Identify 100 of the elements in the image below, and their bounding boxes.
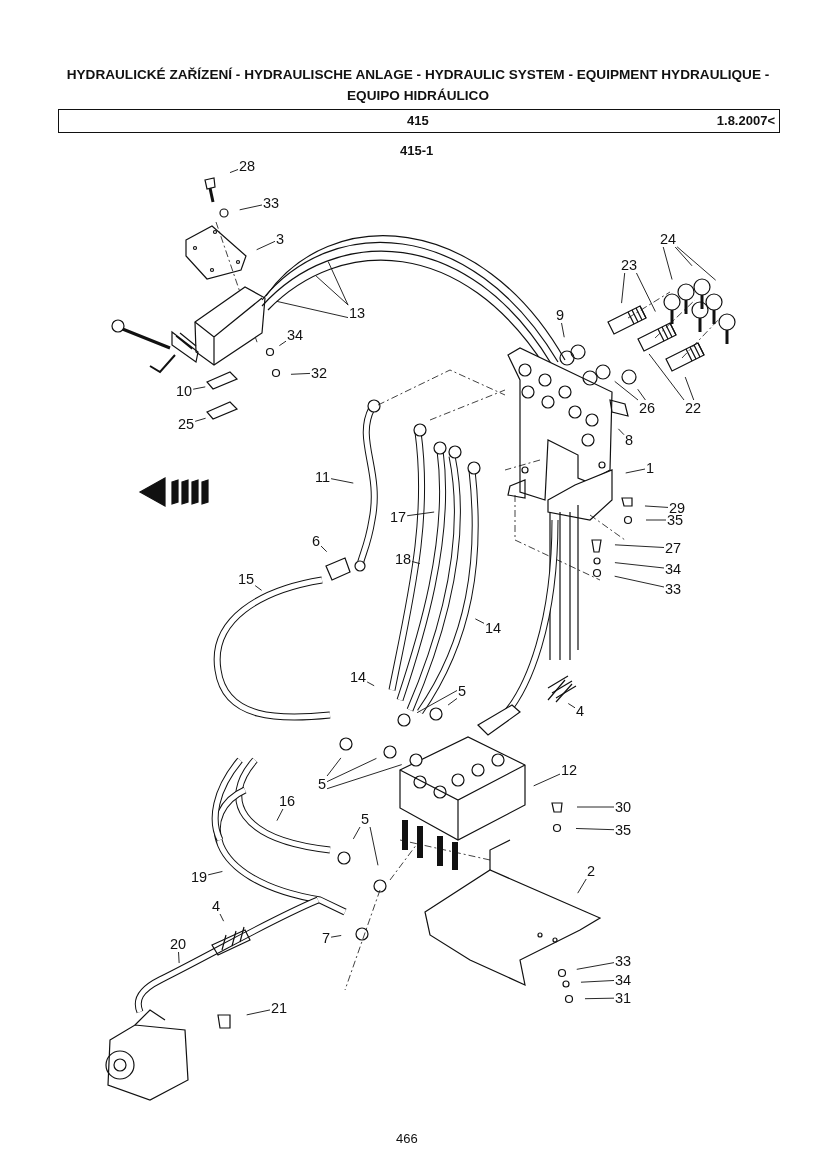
- callout-number: 15: [237, 571, 256, 587]
- leader-line: [246, 1009, 271, 1016]
- section-number: 415: [407, 113, 429, 128]
- leader-line: [276, 300, 349, 318]
- leader-line: [326, 764, 403, 790]
- leader-line: [561, 322, 565, 338]
- sheet-number: 415-1: [400, 143, 434, 158]
- callout-number: 30: [614, 799, 633, 815]
- leader-line: [229, 169, 239, 174]
- leader-line: [621, 272, 626, 304]
- callout-number: 14: [349, 669, 368, 685]
- callout-number: 26: [638, 400, 657, 416]
- callout-number: 23: [620, 257, 639, 273]
- leader-line: [256, 240, 276, 251]
- leader-line: [584, 997, 615, 1000]
- callout-number: 32: [310, 365, 329, 381]
- leader-line: [369, 826, 379, 866]
- page-title: HYDRAULICKÉ ZAŘÍZENÍ - HYDRAULISCHE ANLAGE - HYDRAULIC SYSTEM - EQUIPMENT HYDRAULIQUE - EQUIPO HIDRÁULICO: [65, 66, 771, 105]
- callout-number: 2: [586, 863, 597, 879]
- leader-line: [676, 246, 717, 281]
- callout-number: 25: [177, 416, 196, 432]
- leader-line: [320, 545, 328, 553]
- callout-number: 8: [624, 432, 635, 448]
- leader-line: [207, 871, 223, 876]
- leader-line: [315, 275, 349, 306]
- callout-number: 33: [664, 581, 683, 597]
- header-box: [58, 109, 780, 133]
- callout-number: 4: [575, 703, 586, 719]
- leader-line: [684, 376, 695, 401]
- callout-number: 28: [238, 158, 257, 174]
- callout-number: 17: [389, 509, 408, 525]
- callout-number: 22: [684, 400, 703, 416]
- leader-line: [644, 505, 669, 508]
- page-number: 466: [396, 1131, 418, 1146]
- callout-number: 20: [169, 936, 188, 952]
- callout-number: 24: [659, 231, 678, 247]
- callout-number: 14: [484, 620, 503, 636]
- leader-line: [577, 878, 587, 894]
- leader-line: [278, 340, 287, 347]
- callout-number: 18: [394, 551, 413, 567]
- leader-line: [614, 380, 639, 401]
- leader-line: [411, 561, 421, 565]
- leader-line: [219, 913, 225, 922]
- leader-line: [576, 962, 615, 970]
- leader-line: [327, 261, 349, 306]
- callout-number: 16: [278, 793, 297, 809]
- leader-line: [474, 618, 485, 624]
- callout-number: 34: [286, 327, 305, 343]
- leader-line: [636, 272, 656, 312]
- callout-number: 12: [560, 762, 579, 778]
- leader-line: [567, 703, 576, 709]
- leader-line: [326, 757, 377, 783]
- leader-line: [366, 681, 375, 687]
- callout-number: 21: [270, 1000, 289, 1016]
- callout-number: 6: [311, 533, 322, 549]
- callout-number: 5: [457, 683, 468, 699]
- leader-line: [575, 828, 615, 831]
- leader-line: [254, 585, 263, 591]
- callout-number: 5: [317, 776, 328, 792]
- leader-line: [290, 372, 311, 375]
- leader-line: [326, 757, 342, 777]
- leader-line: [614, 562, 665, 569]
- leader-line: [276, 808, 284, 822]
- callout-number: 19: [190, 869, 209, 885]
- callout-number: 35: [614, 822, 633, 838]
- leader-line: [192, 386, 206, 390]
- leader-line: [352, 826, 361, 840]
- leader-line: [648, 353, 685, 401]
- leader-line: [662, 246, 673, 280]
- callout-number: 27: [664, 540, 683, 556]
- callout-number: 11: [314, 469, 332, 485]
- callout-number: 7: [321, 930, 332, 946]
- callout-number: 5: [360, 811, 371, 827]
- validity-date: 1.8.2007<: [716, 113, 775, 128]
- leader-line: [330, 935, 342, 938]
- leader-line: [416, 690, 458, 714]
- leader-line: [533, 773, 561, 787]
- callout-number: 1: [645, 460, 656, 476]
- leader-line: [614, 575, 665, 588]
- callout-number: 4: [211, 898, 222, 914]
- callout-number: 3: [275, 231, 286, 247]
- callout-number: 31: [614, 990, 633, 1006]
- leader-line: [178, 951, 180, 964]
- leader-line: [637, 388, 646, 401]
- callout-number: 34: [664, 561, 683, 577]
- leader-line: [330, 478, 354, 484]
- leader-line: [614, 544, 665, 548]
- leader-line: [580, 980, 615, 983]
- leader-line: [239, 204, 263, 211]
- callout-number: 33: [614, 953, 633, 969]
- leader-line: [645, 519, 667, 521]
- leader-line: [406, 511, 435, 517]
- callout-number: 13: [348, 305, 367, 321]
- leader-line: [576, 806, 615, 808]
- leader-line: [194, 417, 207, 422]
- callout-number: 33: [262, 195, 281, 211]
- callout-number: 34: [614, 972, 633, 988]
- callout-number: 10: [175, 383, 194, 399]
- callout-number: 9: [555, 307, 566, 323]
- leader-line: [617, 428, 625, 436]
